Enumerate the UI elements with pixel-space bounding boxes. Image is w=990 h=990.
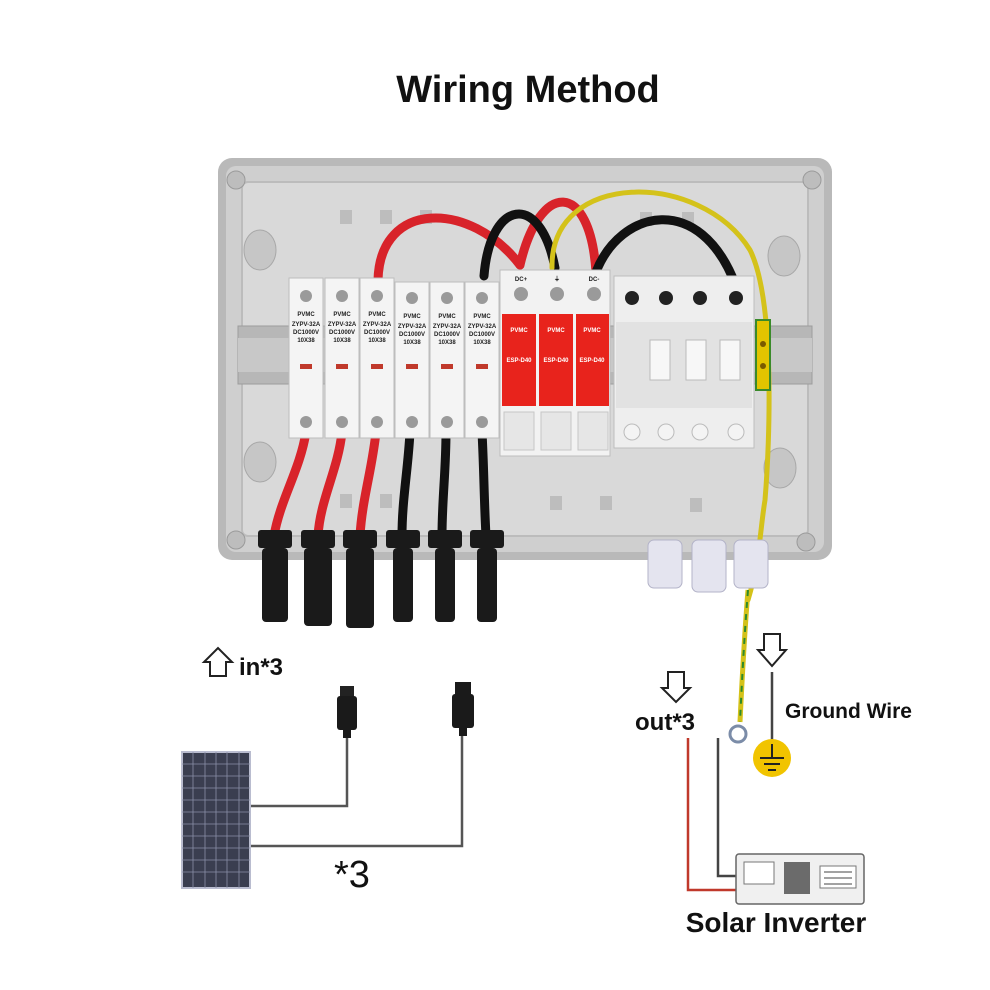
internal-wiring <box>269 189 772 603</box>
fuse-rating-label: DC1000V <box>329 330 355 336</box>
ground-terminal <box>755 319 771 391</box>
spd-terminal-label: DC+ <box>515 277 528 283</box>
fuse-brand-label: PVMC <box>438 314 456 320</box>
spd-terminal-label: DC- <box>589 277 600 283</box>
fuse-size-label: 10X38 <box>297 338 315 344</box>
fuse-brand-label: PVMC <box>297 312 315 318</box>
cable-glands <box>647 539 769 593</box>
fuse-model-label: ZYPV-32A <box>328 322 357 328</box>
output-leads <box>686 738 738 892</box>
page-title: Wiring Method <box>396 69 660 111</box>
fuse-holder <box>288 277 324 439</box>
fuse-model-label: ZYPV-32A <box>468 324 497 330</box>
spd-brand-label: PVMC <box>547 328 565 334</box>
screw-icon <box>796 532 816 552</box>
fuse-holder <box>324 277 360 439</box>
fuse-size-label: 10X38 <box>333 338 351 344</box>
panel-count-label: *3 <box>334 854 370 896</box>
panel-leads <box>250 736 464 848</box>
fuse-brand-label: PVMC <box>473 314 491 320</box>
spd-model-label: ESP-D40 <box>579 358 605 364</box>
up-arrow-icon <box>201 646 235 677</box>
solar-panel-icon <box>181 751 251 889</box>
spd-model-label: ESP-D40 <box>543 358 569 364</box>
input-connector-negative <box>452 682 474 736</box>
down-arrow-icon <box>755 633 789 668</box>
ground-label: Ground Wire <box>785 700 912 723</box>
dc-breaker <box>613 275 755 449</box>
fuse-holder <box>429 281 465 439</box>
fuse-model-label: ZYPV-32A <box>292 322 321 328</box>
spd-brand-label: PVMC <box>583 328 601 334</box>
output-label: out*3 <box>635 709 695 736</box>
fuse-brand-label: PVMC <box>403 314 421 320</box>
surge-protector: DC+ ⏚ DC- PVMC PVMC PVMC ESP-D40 ESP-D40… <box>499 269 611 457</box>
fuse-holders: PVMC PVMC PVMC PVMC PVMC PVMC ZYPV-32A Z… <box>288 277 500 439</box>
fuse-brand-label: PVMC <box>368 312 386 318</box>
fuse-holder <box>464 281 500 439</box>
fuse-model-label: ZYPV-32A <box>433 324 462 330</box>
fuse-rating-label: DC1000V <box>293 330 319 336</box>
fuse-rating-label: DC1000V <box>364 330 390 336</box>
fuse-rating-label: DC1000V <box>469 332 495 338</box>
spd-terminal-label: ⏚ <box>554 276 560 283</box>
screw-icon <box>802 170 822 190</box>
spd-model-label: ESP-D40 <box>506 358 532 364</box>
mc4-connectors <box>258 530 769 628</box>
fuse-model-label: ZYPV-32A <box>398 324 427 330</box>
input-connector-positive <box>337 686 357 738</box>
fuse-size-label: 10X38 <box>473 340 491 346</box>
fuse-size-label: 10X38 <box>438 340 456 346</box>
fuse-size-label: 10X38 <box>403 340 421 346</box>
ground-symbol-icon <box>753 672 791 777</box>
screw-icon <box>226 170 246 190</box>
fuse-size-label: 10X38 <box>368 338 386 344</box>
screw-icon <box>226 530 246 550</box>
spd-brand-label: PVMC <box>510 328 528 334</box>
inverter-label: Solar Inverter <box>686 907 867 938</box>
fuse-model-label: ZYPV-32A <box>363 322 392 328</box>
fuse-brand-label: PVMC <box>333 312 351 318</box>
fuse-rating-label: DC1000V <box>434 332 460 338</box>
ground-lead <box>728 589 751 744</box>
fuse-holder <box>394 281 430 439</box>
input-label: in*3 <box>239 654 283 681</box>
fuse-holder <box>359 277 395 439</box>
fuse-rating-label: DC1000V <box>399 332 425 338</box>
down-arrow-icon <box>659 671 693 704</box>
solar-inverter-icon <box>735 853 865 905</box>
